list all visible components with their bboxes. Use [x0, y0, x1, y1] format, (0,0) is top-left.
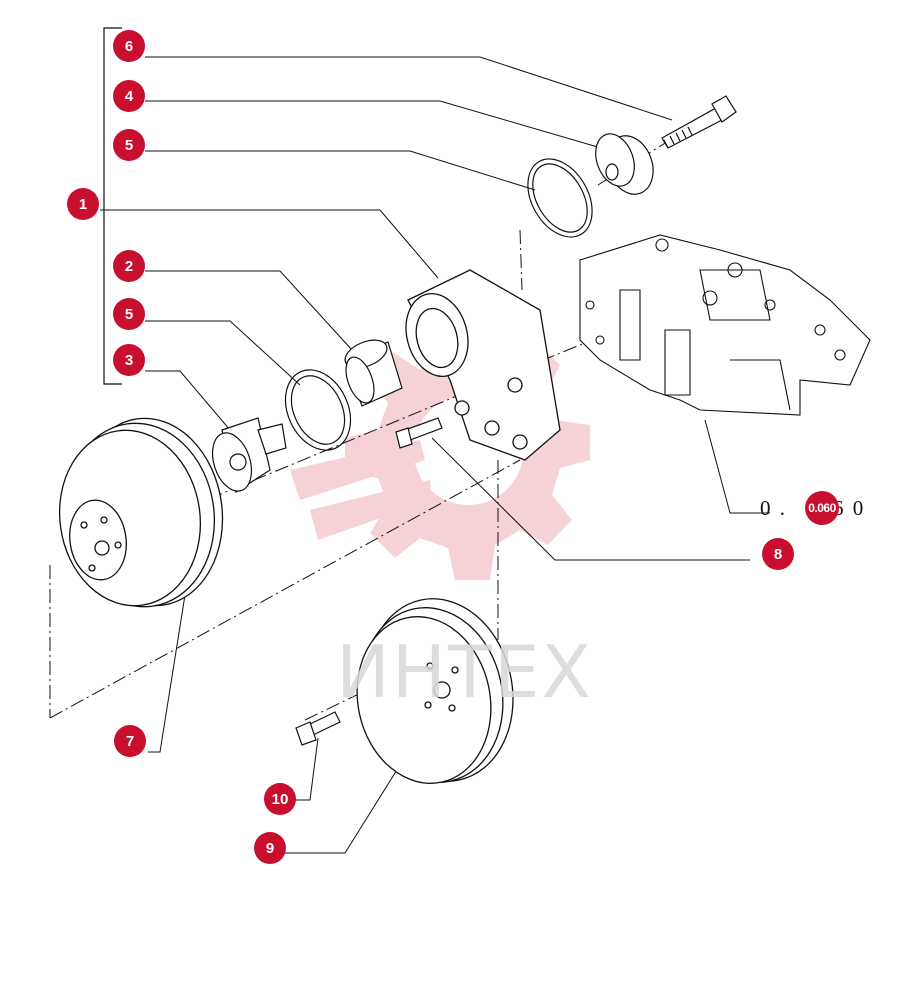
- callout-3[interactable]: 3: [113, 344, 145, 376]
- bushing-2: [344, 339, 403, 407]
- callout-1[interactable]: 1: [67, 188, 99, 220]
- bolt-10: [295, 711, 341, 746]
- engine-block: [579, 234, 871, 416]
- callout-10[interactable]: 10: [264, 783, 296, 815]
- callout-5-upper[interactable]: 5: [113, 129, 145, 161]
- bolt-6: [661, 95, 737, 149]
- hub-3: [211, 417, 287, 493]
- watermark-text: ИНТЕХ: [336, 630, 593, 714]
- pulley-9: [356, 598, 514, 784]
- tensioner-bracket-1: [405, 269, 561, 461]
- callout-8[interactable]: 8: [762, 538, 794, 570]
- callout-9[interactable]: 9: [254, 832, 286, 864]
- drawing-code-prefix: 0 .: [760, 496, 787, 520]
- leader-lines: [100, 56, 770, 854]
- drawing-code: 0 .6 0: [760, 496, 865, 521]
- snap-ring-5-upper: [527, 158, 593, 238]
- group-bracket: [103, 27, 122, 385]
- callout-4[interactable]: 4: [113, 80, 145, 112]
- pulley-7: [58, 417, 224, 608]
- drawing-code-badge: 0.060: [805, 491, 839, 525]
- callout-5-lower[interactable]: 5: [113, 298, 145, 330]
- snap-ring-5-lower: [284, 369, 352, 451]
- bolt-8: [395, 417, 443, 449]
- callout-2[interactable]: 2: [113, 250, 145, 282]
- idler-pulley-4: [595, 133, 654, 195]
- callout-7[interactable]: 7: [114, 725, 146, 757]
- callout-6[interactable]: 6: [113, 30, 145, 62]
